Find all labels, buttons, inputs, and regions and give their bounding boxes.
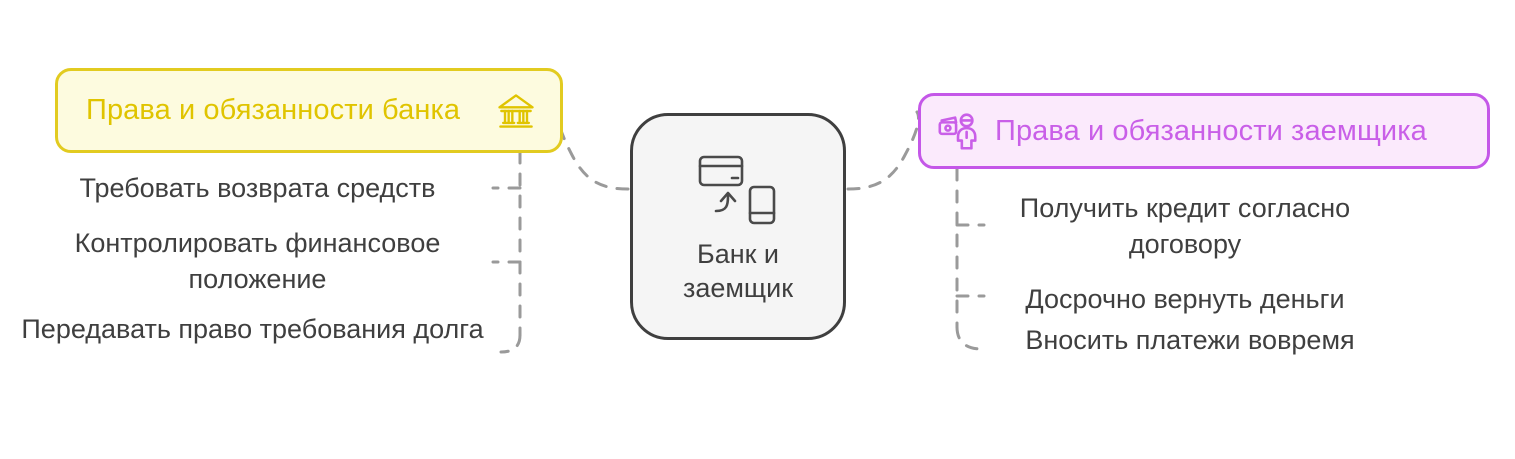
list-item[interactable]: Передавать право требования долга	[21, 314, 484, 344]
list-item[interactable]: Вносить платежи вовремя	[1025, 325, 1355, 355]
branch-heading-bank-label: Права и обязанности банка	[86, 94, 461, 126]
person-with-money-icon	[935, 108, 981, 154]
branch-heading-borrower-label: Права и обязанности заемщика	[995, 114, 1427, 147]
branch-heading-borrower[interactable]: Права и обязанности заемщика	[918, 93, 1490, 169]
center-node-label: Банк и заемщик	[682, 238, 794, 303]
list-item[interactable]: Досрочно вернуть деньги	[1025, 284, 1345, 314]
list-item[interactable]: Контролировать финансовое положение	[74, 228, 441, 294]
credit-card-transfer-phone-icon	[694, 151, 782, 227]
list-item[interactable]: Получить кредит согласно договору	[1019, 193, 1351, 259]
list-item[interactable]: Требовать возврата средств	[79, 173, 436, 203]
branch-heading-bank[interactable]: Права и обязанности банка	[55, 68, 563, 153]
bank-building-icon	[494, 89, 538, 133]
center-node[interactable]: Банк и заемщик	[630, 113, 846, 340]
